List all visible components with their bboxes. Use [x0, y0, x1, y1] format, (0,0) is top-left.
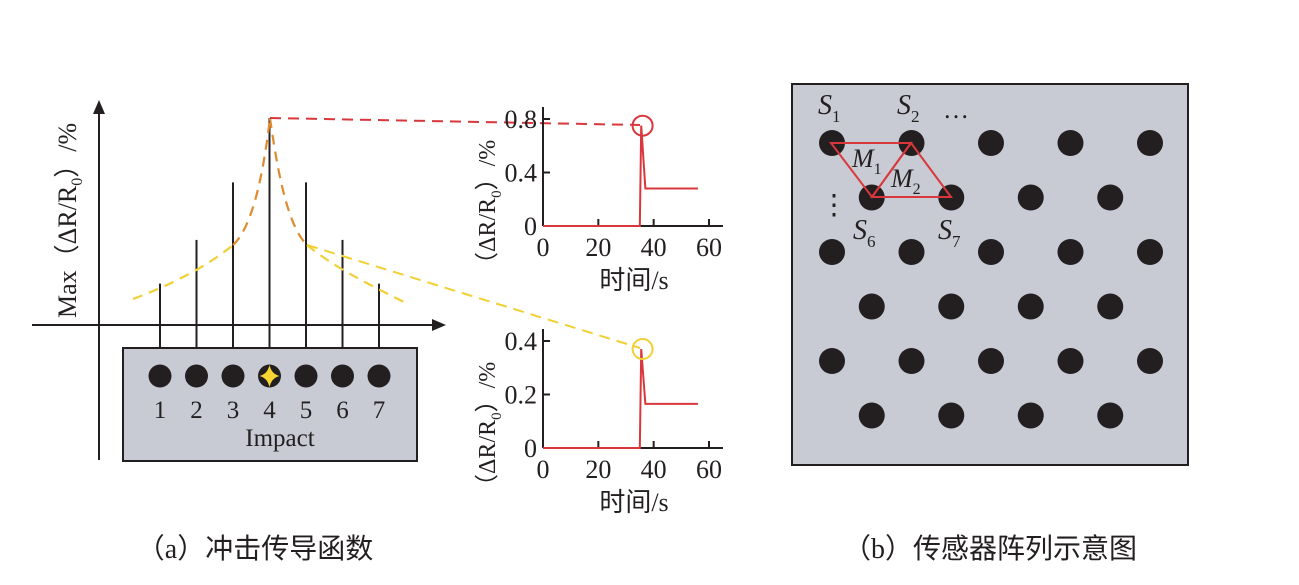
inset-y-label: （ΔR/R0）/% — [475, 140, 505, 276]
inset-y-label-suffix: ）/% — [475, 140, 501, 191]
inset-y-label-prefix: （ΔR/R — [475, 198, 501, 276]
x-tick-label-20: 20 — [585, 233, 611, 262]
data-series-line — [543, 348, 698, 449]
caption-b: （b）传感器阵列示意图 — [843, 533, 1137, 565]
panel-b-sensor-array: S1 S2 … M1 M2 ⋮ S6 S7 — [791, 83, 1189, 466]
envelope-right-orange — [268, 117, 308, 246]
sensor-number-1: 1 — [154, 397, 167, 424]
array-dot-r5-c3 — [978, 348, 1004, 374]
inset-y-label-prefix: （ΔR/R — [475, 420, 501, 498]
x-tick-label-0: 0 — [537, 455, 550, 484]
x-tick-label-40: 40 — [641, 455, 667, 484]
label-s6: S6 — [853, 215, 876, 251]
envelope-left-yellow — [132, 244, 234, 301]
sensor-dot-5 — [294, 364, 318, 388]
array-dot-r5-c5 — [1137, 348, 1163, 374]
y-axis-label: Max（ΔR/R0）/% — [53, 123, 86, 318]
array-dot-r5-c2 — [898, 348, 925, 374]
label-vdots: ⋮ — [820, 190, 848, 221]
array-dot-r1-c5 — [1137, 130, 1163, 156]
array-dot-r3-c3 — [978, 239, 1004, 265]
connector-peak-yellow — [306, 244, 641, 349]
array-dot-r2-c3 — [1017, 184, 1044, 211]
cell-m2-outline — [870, 141, 953, 198]
envelope-right-yellow — [306, 244, 409, 305]
label-s7: S7 — [938, 215, 961, 251]
array-dot-r4-c2 — [938, 293, 965, 320]
array-dot-r6-c2 — [938, 402, 965, 429]
sensor-number-6: 6 — [336, 397, 349, 424]
array-dot-r1-c3 — [978, 130, 1004, 156]
array-dot-r3-c5 — [1137, 239, 1163, 265]
star-icon — [259, 365, 280, 387]
array-dot-r5-c4 — [1057, 348, 1084, 374]
sensor-dot-6 — [331, 364, 354, 388]
array-dot-r4-c4 — [1097, 293, 1124, 320]
inset-x-label: 时间/s — [599, 266, 668, 295]
sensor-dot-2 — [185, 364, 208, 388]
label-m2: M2 — [890, 164, 921, 198]
array-dot-r6-c4 — [1097, 402, 1124, 429]
peak-marker-circle — [631, 338, 654, 361]
impact-sensor-box — [122, 347, 418, 462]
sensor-number-5: 5 — [300, 397, 313, 424]
sensor-number-2: 2 — [190, 397, 203, 424]
array-dot-r4-c3 — [1017, 293, 1044, 320]
array-dot-r3-c4 — [1057, 239, 1084, 265]
array-dot-r6-c1 — [858, 402, 885, 429]
sensor-dot-3 — [221, 364, 245, 388]
inset-y-label: （ΔR/R0）/% — [475, 362, 505, 498]
array-dot-r2-c4 — [1097, 184, 1124, 211]
envelope-left-orange — [232, 117, 272, 246]
label-s2: S2 — [897, 90, 920, 126]
array-dots — [819, 130, 1163, 429]
sensor-number-7: 7 — [373, 397, 386, 424]
x-tick-label-60: 60 — [696, 455, 722, 484]
array-dot-r5-c1 — [819, 348, 845, 374]
x-axis-arrow-icon — [432, 319, 446, 331]
sensor-dot-7 — [367, 364, 391, 388]
peak-marker-circle — [631, 114, 654, 137]
y-tick-label-0.4: 0.4 — [505, 159, 538, 188]
y-tick-label-0: 0 — [524, 434, 537, 463]
connector-peak-red — [269, 117, 641, 126]
y-tick-label-0.8: 0.8 — [505, 105, 538, 134]
x-tick-label-20: 20 — [585, 455, 611, 484]
array-dot-r6-c3 — [1017, 402, 1044, 429]
data-series-line — [543, 125, 698, 227]
x-tick-label-0: 0 — [537, 233, 550, 262]
label-m1: M1 — [851, 144, 882, 178]
x-tick-label-60: 60 — [696, 233, 722, 262]
sensor-number-4: 4 — [263, 397, 276, 424]
array-dot-r1-c4 — [1057, 130, 1084, 156]
sensor-number-3: 3 — [227, 397, 240, 424]
stems — [159, 118, 380, 348]
label-hdots: … — [943, 95, 969, 124]
inset-x-label: 时间/s — [599, 488, 668, 517]
inset-y-label-sub: 0 — [489, 190, 505, 198]
array-dot-r4-c1 — [858, 293, 885, 320]
sensor-dot-1 — [148, 364, 172, 388]
caption-a: （a）冲击传导函数 — [137, 533, 373, 565]
y-axis-arrow-icon — [93, 100, 105, 114]
y-tick-label-0.4: 0.4 — [505, 327, 538, 356]
label-s1: S1 — [818, 90, 841, 126]
y-tick-label-0.2: 0.2 — [505, 381, 538, 410]
inset-y-label-suffix: ）/% — [475, 362, 501, 413]
array-dot-r3-c2 — [898, 239, 925, 265]
array-dot-r3-c1 — [819, 239, 845, 265]
x-tick-label-40: 40 — [641, 233, 667, 262]
inset-y-label-sub: 0 — [489, 412, 505, 420]
y-tick-label-0: 0 — [524, 212, 537, 241]
impact-label: Impact — [245, 425, 314, 452]
